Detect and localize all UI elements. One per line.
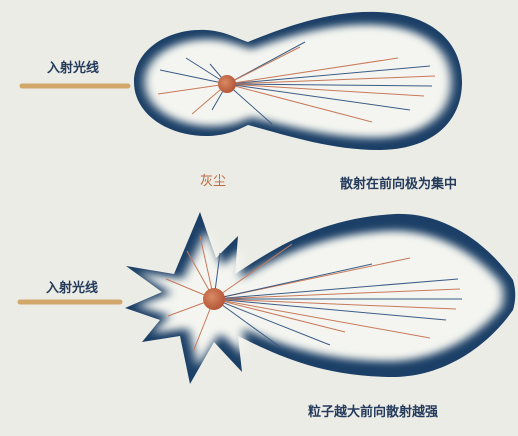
- scattering-lobe-bottom: [125, 212, 516, 384]
- scattered-rays-bottom: [165, 235, 462, 353]
- scattered-ray: [213, 288, 461, 300]
- incident-light-label-bottom: 入射光线: [46, 281, 99, 296]
- caption-bottom: 粒子越大前向散射越强: [308, 405, 439, 420]
- top-scattering-diagram: [19, 11, 462, 150]
- dust-particle: [218, 75, 236, 93]
- scattered-ray: [226, 65, 431, 85]
- dust-label: 灰尘: [200, 174, 227, 189]
- scattered-ray: [226, 46, 301, 85]
- scattered-ray: [226, 83, 373, 123]
- scattered-ray: [213, 243, 293, 300]
- scattered-ray: [157, 83, 228, 95]
- bottom-scattering-diagram: [17, 212, 516, 384]
- scattered-ray: [226, 83, 273, 125]
- scattered-ray: [226, 83, 433, 87]
- scattered-ray: [213, 278, 459, 300]
- scattered-ray: [213, 298, 346, 333]
- scattered-ray: [213, 298, 284, 350]
- scattered-ray: [226, 83, 411, 111]
- scattered-ray: [213, 298, 447, 321]
- scattered-ray: [159, 69, 228, 85]
- scattered-ray: [226, 83, 425, 97]
- caption-top: 散射在前向极为集中: [340, 177, 458, 192]
- scattered-ray: [213, 298, 431, 339]
- scattered-ray: [213, 263, 373, 300]
- scattered-ray: [213, 298, 331, 346]
- incident-light-label-top: 入射光线: [47, 61, 100, 76]
- large-particle: [203, 288, 225, 310]
- scattered-ray: [226, 75, 436, 85]
- scattered-ray: [226, 57, 399, 85]
- scattered-ray: [213, 298, 457, 310]
